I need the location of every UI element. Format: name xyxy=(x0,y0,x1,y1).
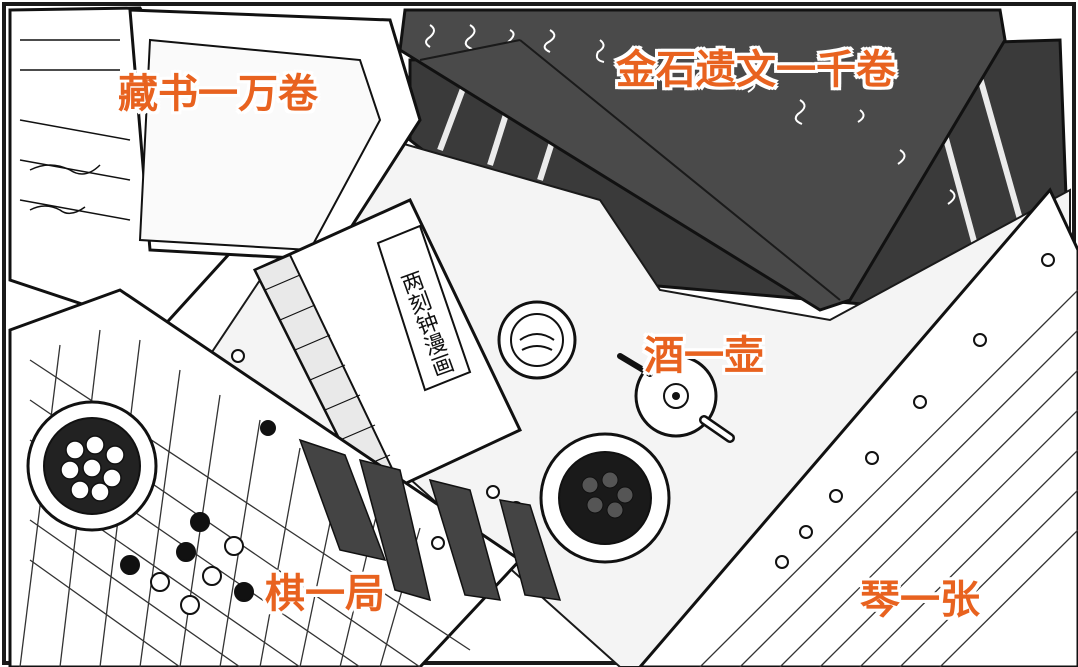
caption-books: 藏书一万卷 xyxy=(118,71,318,117)
dark-stripes xyxy=(298,438,562,602)
caption-wine: 酒一壶 xyxy=(644,333,764,379)
qin-icon xyxy=(638,187,1078,667)
manga-book: 两刻钟漫画 xyxy=(252,198,523,502)
caption-qin: 琴一张 xyxy=(860,577,980,623)
caption-go: 棋一局 xyxy=(265,571,385,617)
pot-icon xyxy=(617,353,735,443)
wine-cup xyxy=(497,300,577,380)
book-stack xyxy=(8,6,422,332)
caption-steles: 金石遗文一千卷 xyxy=(616,47,896,93)
stone-bowl-black xyxy=(539,432,671,564)
